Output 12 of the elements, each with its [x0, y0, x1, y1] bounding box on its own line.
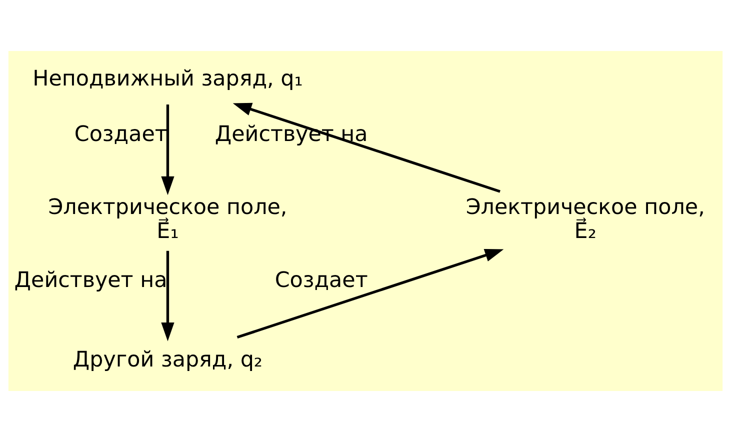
arrow — [232, 102, 500, 193]
arrow — [236, 248, 504, 339]
arrow — [161, 250, 174, 342]
edge-label: Создает — [274, 268, 368, 294]
edge-label: Действует на — [214, 122, 368, 148]
node-text: Неподвижный заряд, q₁ — [32, 66, 303, 92]
node-text: Электрическое поле, E⃗₁ — [48, 195, 288, 244]
edge-label: Создает — [74, 122, 168, 148]
node-text: Электрическое поле, E⃗₂ — [466, 195, 705, 244]
arrow — [161, 104, 174, 196]
node-text: Другой заряд, q₂ — [72, 348, 263, 373]
edge-label: Действует на — [14, 268, 168, 294]
